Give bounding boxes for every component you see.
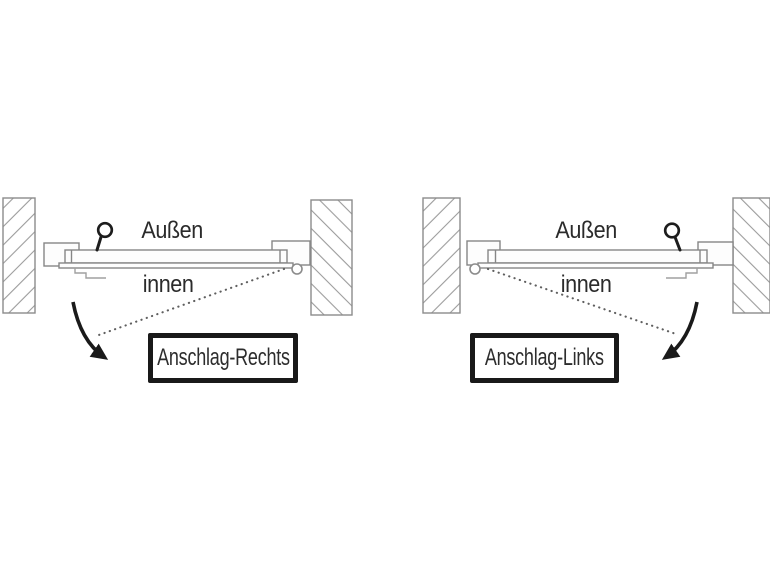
diagram-anschlag-links xyxy=(422,197,770,360)
hinge-type-label: Anschlag-Links xyxy=(485,344,604,371)
wall-left-hatched xyxy=(422,197,461,314)
wall-right-hatched xyxy=(310,199,353,316)
lock-latch-detail xyxy=(666,268,698,279)
door-threshold xyxy=(58,262,294,269)
wall-right-hatched xyxy=(732,197,770,314)
hinge-type-box-rechts: Anschlag-Rechts xyxy=(148,333,298,383)
door-top-view xyxy=(43,240,311,279)
door-leaf xyxy=(487,249,708,264)
door-threshold xyxy=(477,262,714,269)
hinge-type-box-links: Anschlag-Links xyxy=(470,333,619,383)
diagram-anschlag-rechts xyxy=(2,197,353,360)
inside-label: innen xyxy=(142,271,194,298)
door-knob-icon xyxy=(95,221,114,252)
hinge-type-label: Anschlag-Rechts xyxy=(156,344,290,371)
swing-path-dotted-line xyxy=(94,267,286,338)
inside-label: innen xyxy=(560,271,612,298)
hinge-pivot-icon xyxy=(291,263,303,275)
outside-label: Außen xyxy=(141,217,203,244)
door-leaf xyxy=(64,249,288,264)
door-top-view xyxy=(466,240,734,279)
swing-direction-arrow-icon xyxy=(661,301,699,360)
lock-latch-detail xyxy=(74,268,106,279)
hinge-pivot-icon xyxy=(469,263,481,275)
outside-label: Außen xyxy=(555,217,617,244)
swing-direction-arrow-icon xyxy=(71,301,109,360)
swing-path-dotted-line xyxy=(486,267,678,336)
door-knob-icon xyxy=(663,222,682,252)
wall-left-hatched xyxy=(2,197,36,314)
